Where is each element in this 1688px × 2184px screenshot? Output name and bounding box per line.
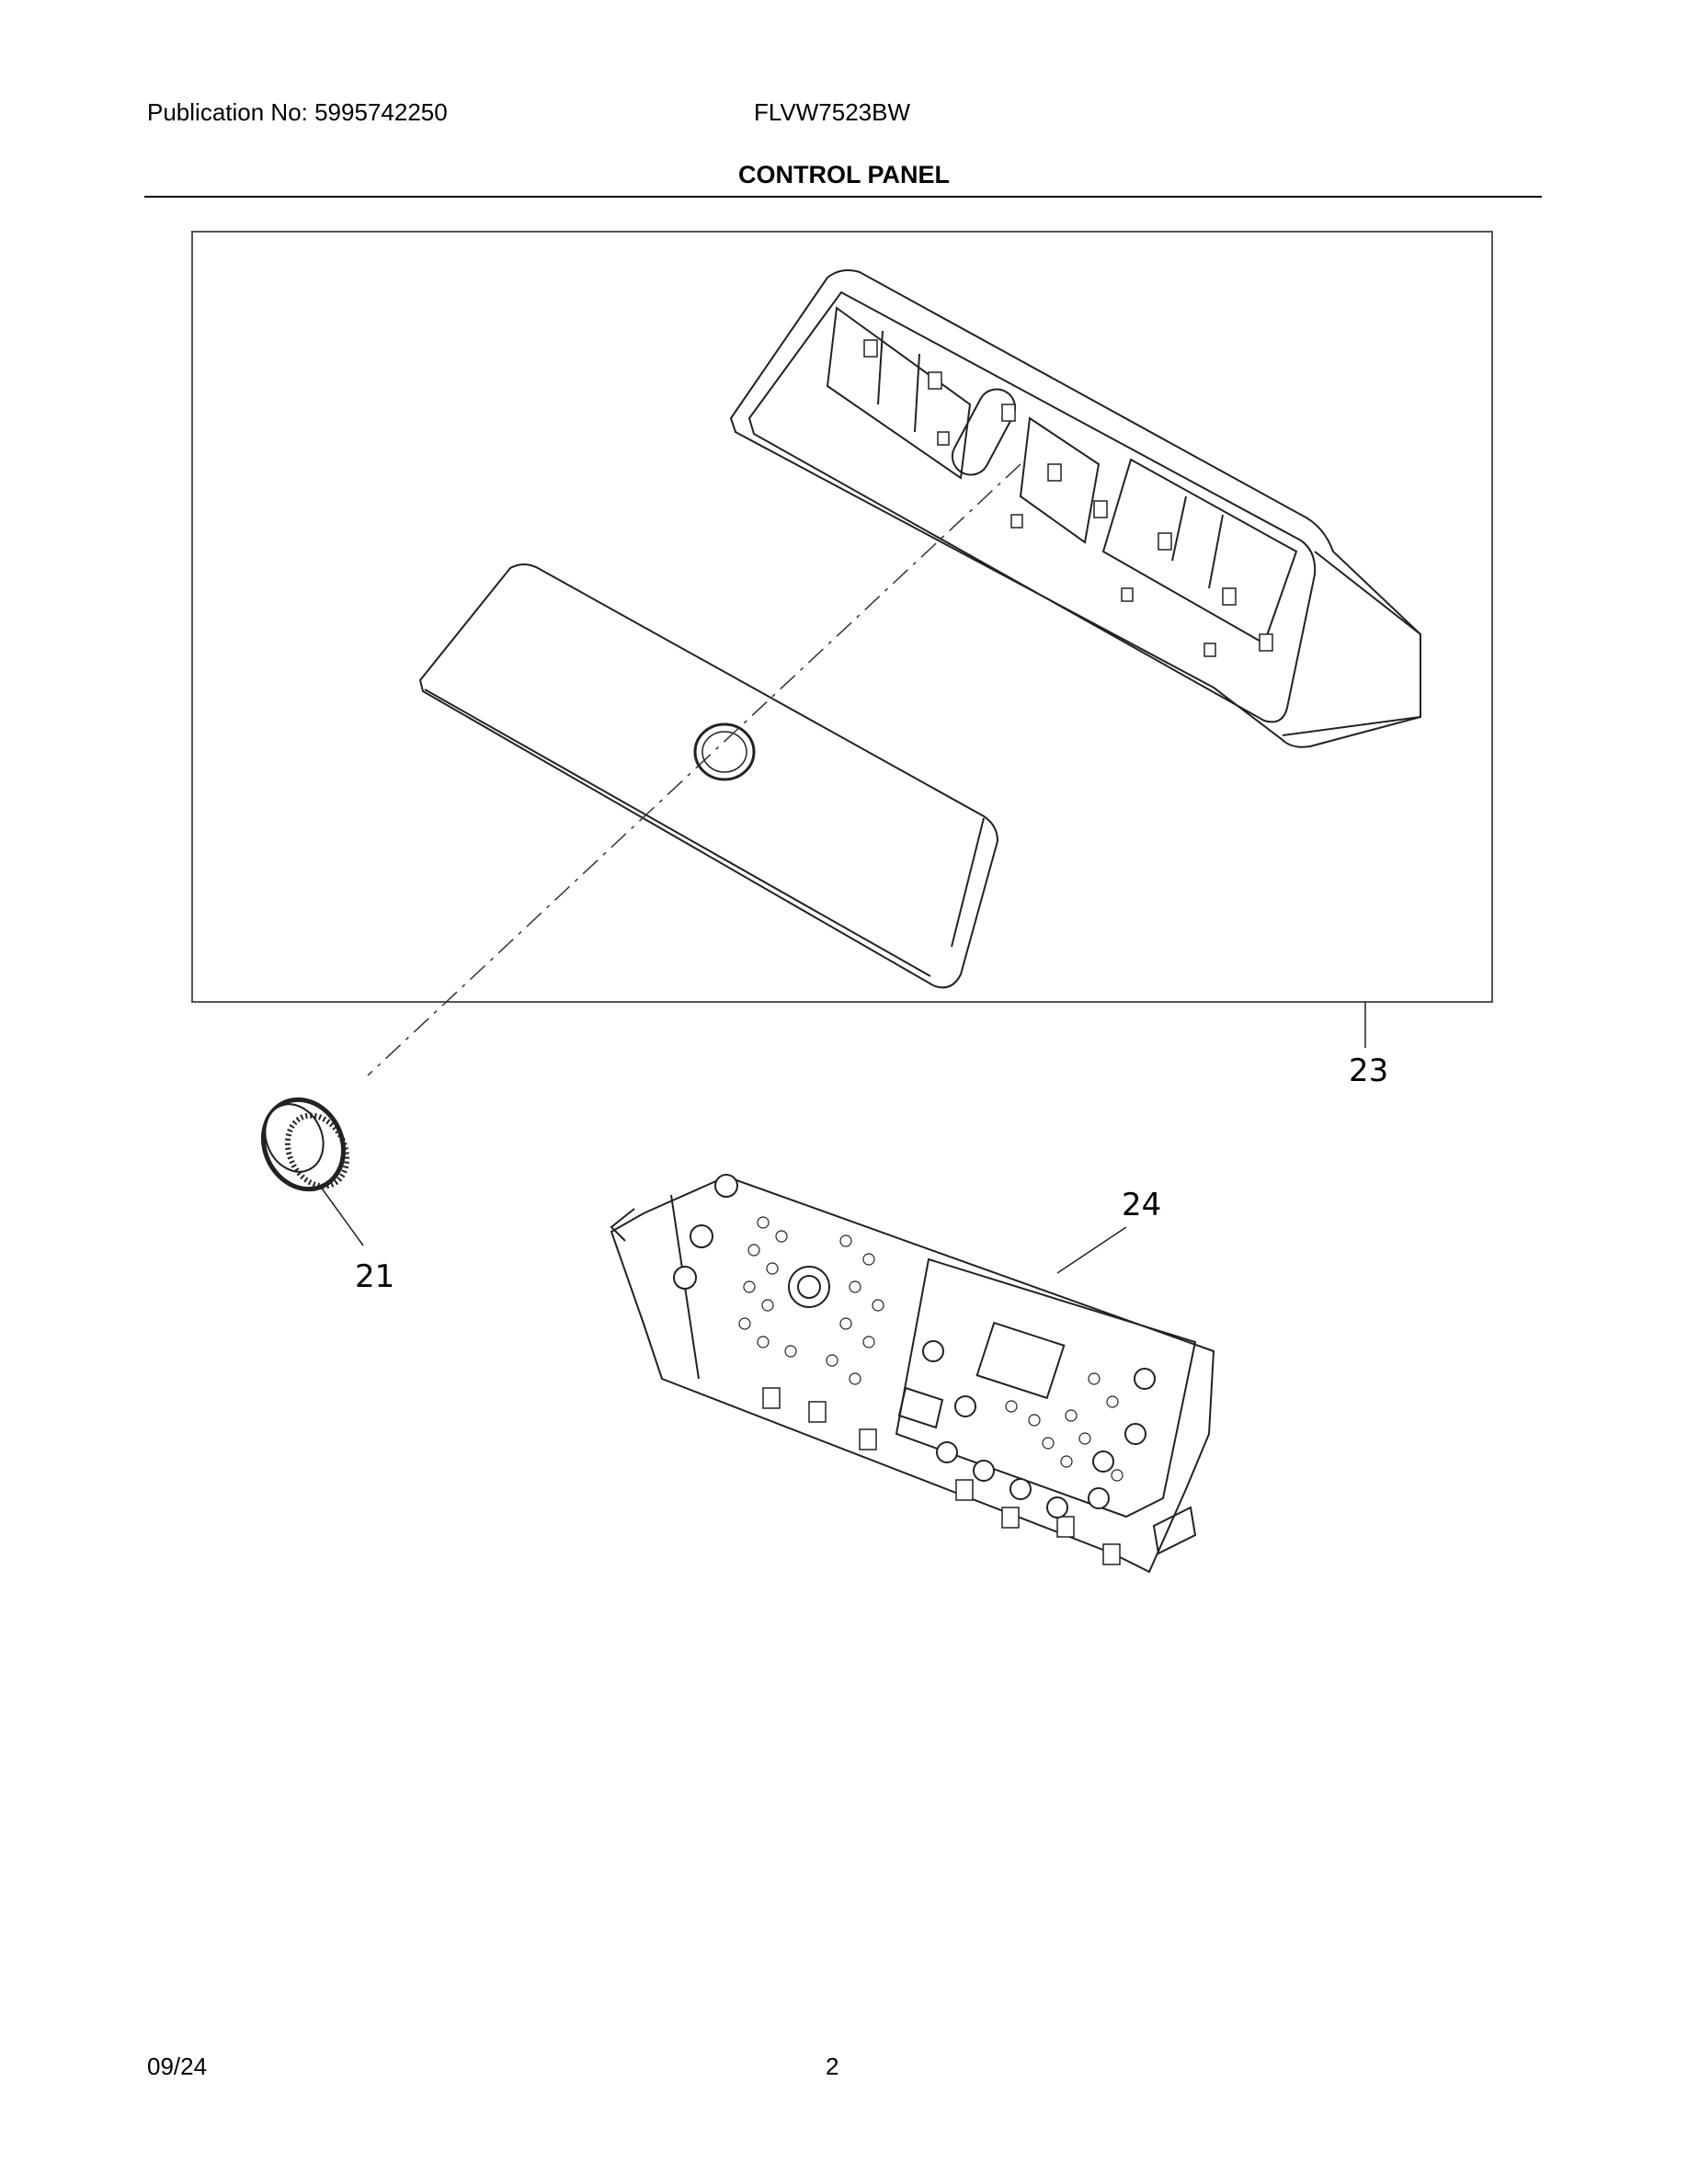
board-components [673,1174,1156,1519]
board-tabs [762,1387,1121,1565]
housing-tabs [863,339,1273,657]
selector-knob [260,1097,350,1192]
callout-24: 24 [1122,1187,1161,1223]
footer-date: 09/24 [147,2053,208,2080]
page-title: CONTROL PANEL [737,161,950,188]
model-number: FLVW7523BW [754,98,911,126]
header-divider [144,196,1542,198]
knob-opening [693,722,756,781]
leader-24 [1056,1226,1127,1274]
assembly-centerline [367,463,1021,1076]
control-board [610,1175,1215,1574]
board-leds [738,1216,1123,1482]
publication-number: Publication No: 5995742250 [147,98,448,126]
console-housing [729,269,1421,748]
page-number: 2 [826,2053,839,2080]
callout-21: 21 [355,1258,394,1295]
assembly-frame [191,231,1493,1003]
callout-23: 23 [1349,1052,1388,1089]
leader-21 [319,1185,364,1246]
